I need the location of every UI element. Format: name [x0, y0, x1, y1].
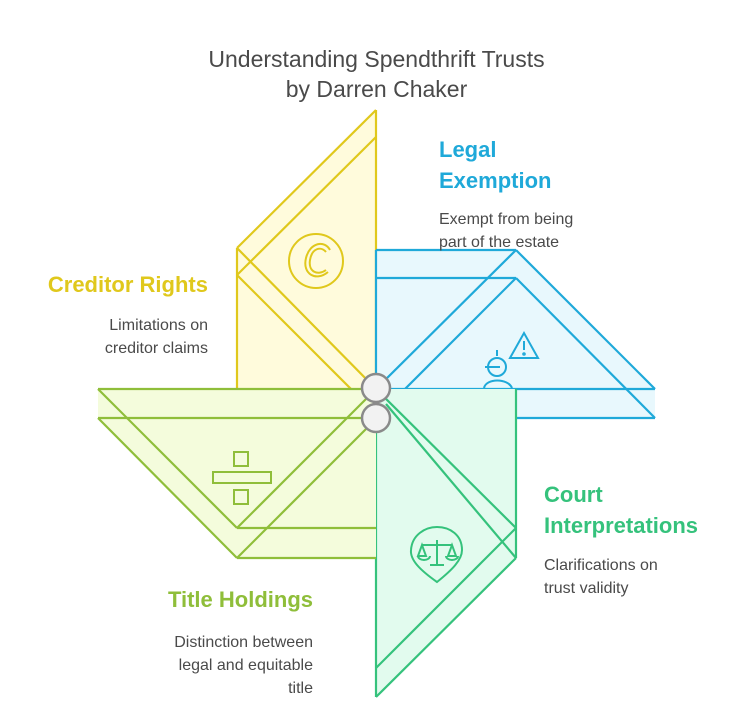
legal-exemption-description: Exempt from being part of the estate: [439, 208, 573, 254]
title-desc-line: title: [288, 680, 313, 697]
creditor-desc-line: creditor claims: [104, 340, 208, 357]
court-interpretations-description: Clarifications on trust validity: [544, 554, 658, 600]
title-holdings-description: Distinction between legal and equitable …: [100, 631, 313, 700]
title-desc-line: Distinction between: [174, 634, 313, 651]
court-heading-line: Interpretations: [544, 513, 699, 538]
center-circle-top: [360, 372, 392, 404]
creditor-desc-line: Limitations on: [109, 317, 208, 334]
copyright-c-icon: [288, 233, 344, 289]
court-desc-line: trust validity: [544, 580, 629, 597]
creditor-rights-description: Limitations on creditor claims: [20, 314, 208, 360]
legal-desc-line: Exempt from being: [439, 211, 574, 228]
creditor-rights-shape: [235, 109, 378, 418]
center-circle-bottom: [360, 402, 392, 434]
legal-desc-line: part of the estate: [439, 234, 560, 251]
legal-heading-line: Legal: [439, 137, 497, 162]
title-holdings-heading: Title Holdings: [167, 587, 313, 612]
court-interpretations-heading: Court Interpretations: [544, 479, 698, 541]
title-line-2: by Darren Chaker: [285, 76, 468, 102]
title-desc-line: legal and equitable: [178, 657, 313, 674]
legal-exemption-heading: Legal Exemption: [439, 134, 551, 196]
user-warning-icon: [483, 330, 540, 389]
court-heading-line: Court: [544, 482, 603, 507]
creditor-rights-heading: Creditor Rights: [47, 272, 208, 297]
scales-icon: [409, 525, 464, 584]
legal-heading-line: Exemption: [439, 168, 552, 193]
diagram-title: Understanding Spendthrift Trusts by Darr…: [0, 44, 753, 104]
court-desc-line: Clarifications on: [544, 557, 658, 574]
title-holdings-shape: [97, 387, 377, 560]
court-interpretations-shape: [374, 388, 518, 698]
title-line-1: Understanding Spendthrift Trusts: [208, 46, 545, 72]
divide-icon: [212, 451, 272, 505]
